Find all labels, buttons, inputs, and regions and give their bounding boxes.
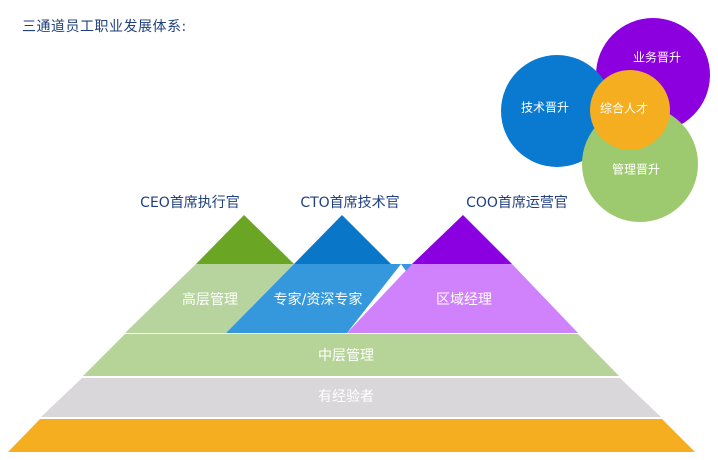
ceo-caption: CEO首席执行官: [140, 195, 240, 211]
expert-label: 专家/资深专家: [274, 291, 363, 308]
coo-peak: [412, 215, 512, 264]
page-title: 三通道员工职业发展体系:: [22, 19, 187, 35]
middle-management-band: [83, 334, 619, 376]
senior-management-region: [125, 264, 294, 333]
expert-region: [226, 264, 401, 333]
middle-management-label: 中层管理: [318, 348, 374, 364]
comprehensive-talent-circle: [590, 70, 670, 150]
ceo-peak: [196, 215, 294, 264]
regional-manager-label: 区域经理: [436, 292, 492, 308]
base-band: [8, 419, 695, 452]
cto-peak: [294, 215, 391, 264]
experienced-label: 有经验者: [318, 389, 374, 405]
business-promotion-label: 业务晋升: [633, 50, 681, 65]
comprehensive-talent-label: 综合人才: [600, 101, 648, 116]
regional-manager-region: [347, 264, 578, 333]
senior-management-label: 高层管理: [182, 291, 238, 308]
technical-promotion-label: 技术晋升: [521, 101, 569, 115]
management-promotion-label: 管理晋升: [612, 162, 660, 177]
experienced-band: [41, 378, 661, 417]
expert-region-notch: [401, 264, 412, 271]
technical-promotion-circle: [501, 55, 613, 167]
coo-caption: COO首席运营官: [466, 195, 568, 211]
cto-caption: CTO首席技术官: [300, 195, 399, 211]
